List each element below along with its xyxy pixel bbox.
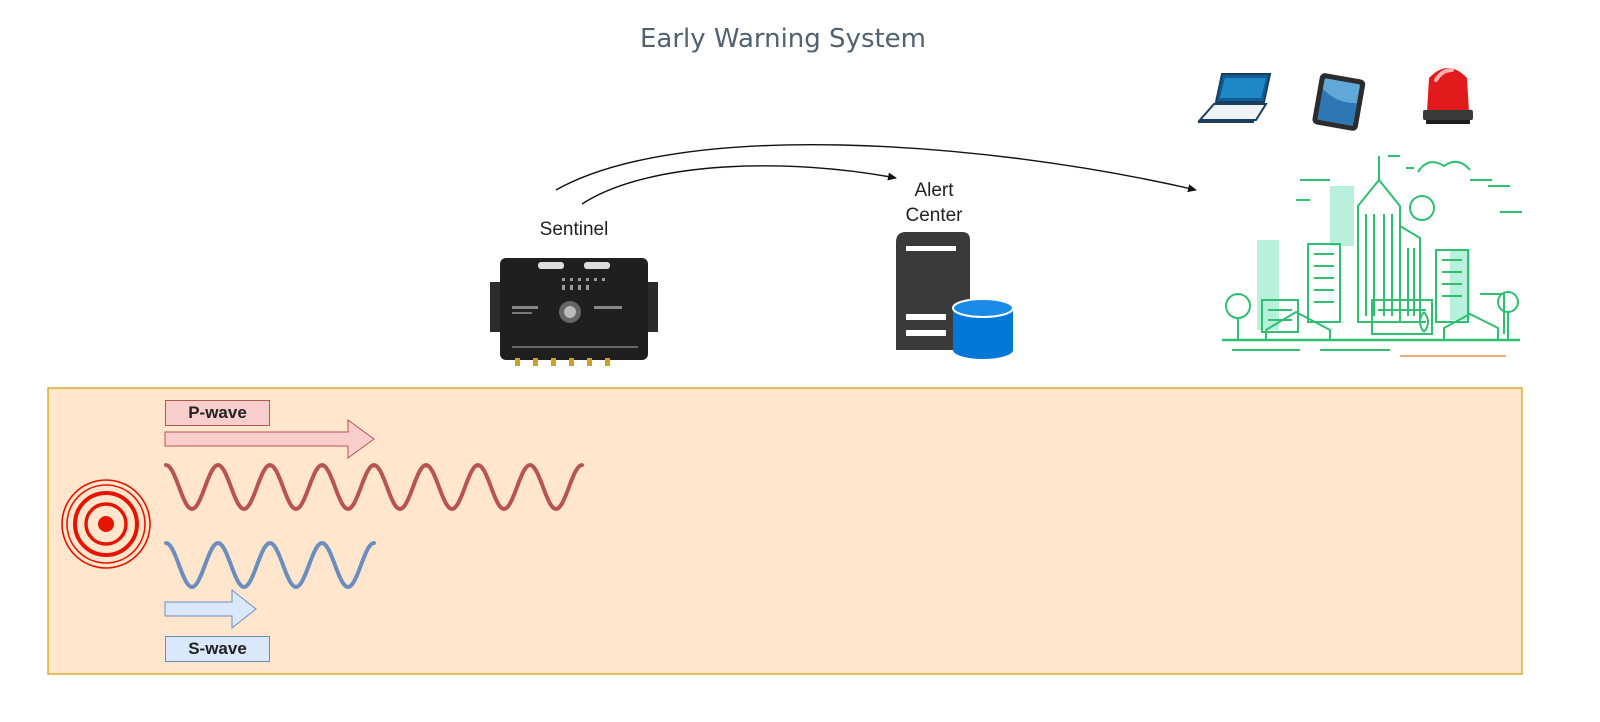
- tablet-icon: [1312, 73, 1366, 131]
- arrow-sentinel-to-city: [555, 143, 1197, 193]
- epicenter-icon: [61, 479, 151, 569]
- alert-center-label-line1: Alert: [914, 180, 954, 201]
- p-wave-line: [164, 462, 584, 512]
- ground-layer: [47, 387, 1523, 675]
- database-icon: [952, 298, 1014, 359]
- sentinel-label: Sentinel: [539, 219, 609, 240]
- laptop-icon: [1197, 73, 1272, 123]
- siren-icon: [1423, 68, 1473, 124]
- city-icon: [1222, 155, 1522, 357]
- s-wave-arrow: [164, 588, 257, 630]
- arrow-sentinel-to-alert-center: [581, 165, 897, 205]
- s-wave-label: S-wave: [165, 636, 270, 662]
- p-wave-arrow: [164, 419, 375, 459]
- diagram-title: Early Warning System: [639, 24, 927, 54]
- p-wave-label: P-wave: [165, 400, 270, 426]
- server-icon: [896, 232, 970, 350]
- s-wave-line: [164, 540, 376, 590]
- alert-center-label-line2: Center: [905, 205, 963, 226]
- sentinel-device-icon: [490, 258, 658, 366]
